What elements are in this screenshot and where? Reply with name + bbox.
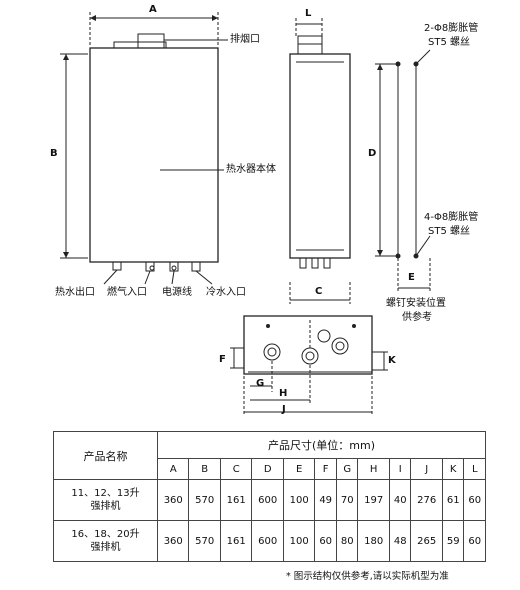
header-letter: K <box>441 458 465 480</box>
table-cell: 360 <box>156 520 190 562</box>
spec-table: 产品名称 产品尺寸(单位：mm) A B C D E F G H I J K L… <box>53 431 486 562</box>
dim-H: H <box>279 388 288 399</box>
header-letter: E <box>282 458 316 480</box>
label-anchor-bottom-1: 4-Φ8膨胀管 <box>424 212 479 223</box>
table-cell: 360 <box>156 479 190 521</box>
header-letter: A <box>156 458 190 480</box>
front-body <box>89 47 219 263</box>
label-gas-inlet: 燃气入口 <box>107 287 147 298</box>
dim-A: A <box>149 4 157 15</box>
header-letter: D <box>251 458 284 480</box>
header-product-name: 产品名称 <box>53 431 158 480</box>
header-letter: I <box>388 458 412 480</box>
header-product-size: 产品尺寸(单位：mm) <box>157 431 486 459</box>
table-cell: 60 <box>463 520 486 562</box>
header-letter: B <box>188 458 221 480</box>
label-power-cord: 电源线 <box>162 287 192 298</box>
table-cell: 80 <box>335 520 359 562</box>
dimension-drawing <box>60 12 431 416</box>
table-cell: 40 <box>388 479 412 521</box>
table-cell: 70 <box>335 479 359 521</box>
table-cell: 197 <box>357 479 390 521</box>
table-cell: 161 <box>219 479 253 521</box>
header-letter: L <box>463 458 486 480</box>
label-cold-water-inlet: 冷水入口 <box>206 287 246 298</box>
row-product-name: 11、12、13升 强排机 <box>53 479 158 521</box>
table-cell: 60 <box>314 520 337 562</box>
table-letters-row: A B C D E F G H I J K L <box>54 458 486 480</box>
label-anchor-bottom-2: ST5 螺丝 <box>428 226 470 237</box>
footnote: * 图示结构仅供参考,请以实际机型为准 <box>286 571 449 582</box>
side-body <box>289 53 351 259</box>
table-cell: 161 <box>219 520 253 562</box>
table-row: 11、12、13升 强排机 360 570 161 600 100 49 70 … <box>53 479 486 521</box>
header-letter: H <box>357 458 390 480</box>
row-name-line-1: 16、18、20升 <box>71 529 140 540</box>
label-hot-water-outlet: 热水出口 <box>55 287 95 298</box>
table-cell: 276 <box>410 479 443 521</box>
dim-E: E <box>408 272 415 283</box>
header-letter: G <box>335 458 359 480</box>
row-name-line-2: 强排机 <box>90 542 121 553</box>
header-letter: C <box>219 458 253 480</box>
label-body: 热水器本体 <box>226 164 276 175</box>
label-for-reference: 供参考 <box>402 312 432 323</box>
dim-L: L <box>305 8 312 19</box>
table-cell: 49 <box>314 479 337 521</box>
table-cell: 100 <box>282 520 316 562</box>
table-cell: 59 <box>441 520 465 562</box>
dim-K: K <box>388 355 396 366</box>
table-cell: 600 <box>251 520 284 562</box>
dim-G: G <box>256 378 265 389</box>
table-row: 16、18、20升 强排机 360 570 161 600 100 60 80 … <box>53 520 486 562</box>
table-cell: 60 <box>463 479 486 521</box>
row-product-name: 16、18、20升 强排机 <box>53 520 158 562</box>
label-anchor-top-2: ST5 螺丝 <box>428 37 470 48</box>
table-cell: 265 <box>410 520 443 562</box>
dim-D: D <box>368 148 377 159</box>
table-cell: 48 <box>388 520 412 562</box>
label-anchor-top-1: 2-Φ8膨胀管 <box>424 23 479 34</box>
table-cell: 570 <box>188 520 221 562</box>
dim-C: C <box>315 286 323 297</box>
front-exhaust <box>137 33 165 49</box>
dim-B: B <box>50 148 58 159</box>
row-name-line-1: 11、12、13升 <box>71 488 140 499</box>
table-cell: 570 <box>188 479 221 521</box>
table-header-row: 产品名称 产品尺寸(单位：mm) <box>53 431 486 480</box>
table-cell: 180 <box>357 520 390 562</box>
bottom-body <box>243 315 373 375</box>
table-cell: 600 <box>251 479 284 521</box>
label-exhaust: 排烟口 <box>230 34 260 45</box>
dim-J: J <box>282 404 286 415</box>
header-letter: F <box>314 458 337 480</box>
row-name-line-2: 强排机 <box>90 501 121 512</box>
label-screw-position: 螺钉安装位置 <box>386 298 446 309</box>
header-letter: J <box>410 458 443 480</box>
table-cell: 100 <box>282 479 316 521</box>
table-cell: 61 <box>441 479 465 521</box>
dim-F: F <box>219 354 226 365</box>
